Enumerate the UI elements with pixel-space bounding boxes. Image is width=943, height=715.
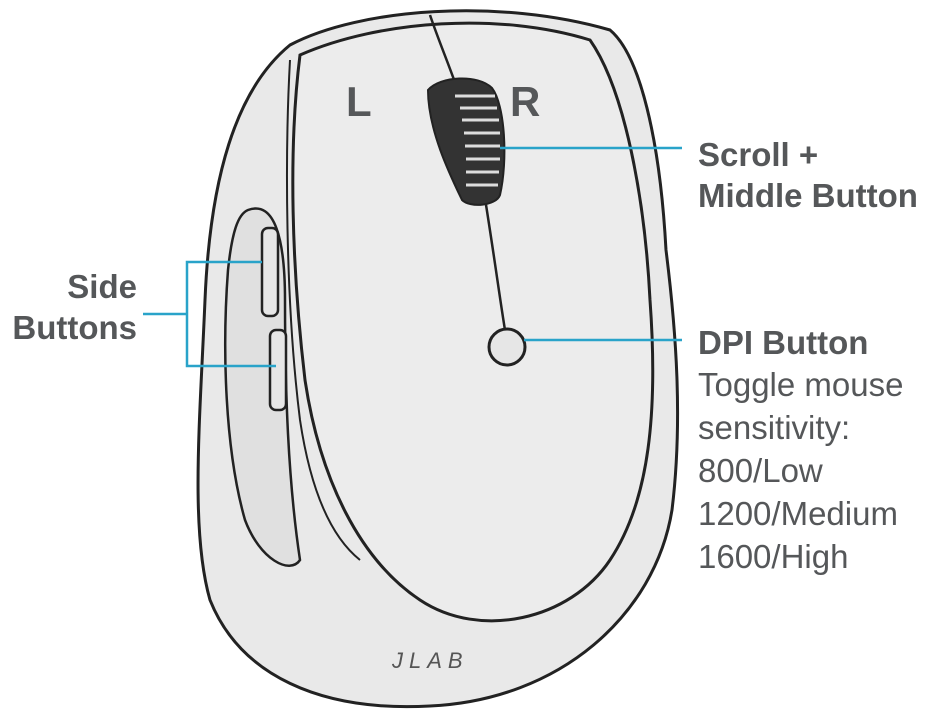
side-button-forward bbox=[260, 226, 280, 318]
dpi-button bbox=[487, 327, 527, 367]
dpi-setting-high: 1600/High bbox=[698, 538, 849, 575]
left-button-label: L bbox=[346, 78, 372, 125]
scroll-callout-line1: Scroll + bbox=[698, 136, 819, 173]
right-button-label: R bbox=[510, 78, 541, 125]
dpi-setting-low: 800/Low bbox=[698, 452, 823, 489]
dpi-callout-desc2: sensitivity: bbox=[698, 409, 851, 446]
dpi-callout-desc1: Toggle mouse bbox=[698, 366, 904, 403]
side-callout-line2: Buttons bbox=[12, 309, 137, 346]
top-shell bbox=[291, 21, 655, 623]
side-button-back bbox=[268, 328, 288, 412]
dpi-setting-medium: 1200/Medium bbox=[698, 495, 898, 532]
side-callout-line1: Side bbox=[67, 268, 137, 305]
thumb-panel bbox=[224, 207, 302, 567]
dpi-callout-title: DPI Button bbox=[698, 324, 869, 361]
scroll-callout: Scroll + Middle Button bbox=[698, 134, 918, 216]
side-buttons-callout: Side Buttons bbox=[12, 266, 137, 348]
dpi-callout: DPI Button Toggle mouse sensitivity: 800… bbox=[698, 322, 903, 578]
brand-logo: JLAB bbox=[392, 648, 469, 673]
scroll-callout-line2: Middle Button bbox=[698, 177, 918, 214]
